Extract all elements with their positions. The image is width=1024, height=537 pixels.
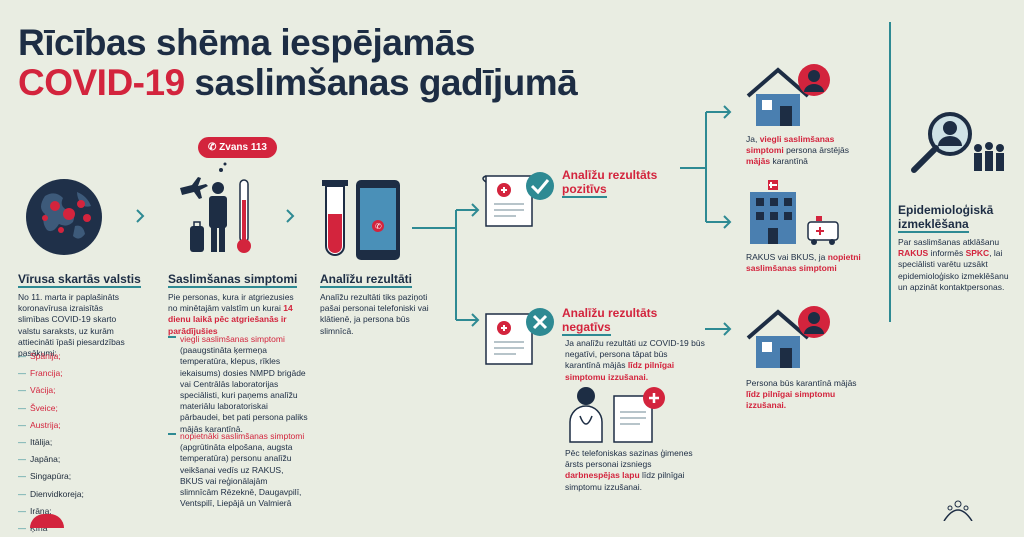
negative-text: Ja analīžu rezultāti uz COVID-19 būs neg…	[565, 338, 705, 382]
outcome-mild: Ja, viegli saslimšanas simptomi persona …	[746, 134, 849, 167]
country-item: Singapūra;	[18, 468, 128, 485]
doctor-sick-leave-icon	[569, 387, 665, 443]
page-title-line2: COVID-19 saslimšanas gadījumā	[18, 62, 578, 104]
country-item: Austrija;	[18, 417, 128, 434]
call-113-badge: ✆ Zvans 113	[198, 137, 277, 158]
phone-icon: ✆	[208, 142, 220, 153]
symptoms-serious: nopietnāki saslimšanas simptomi(apgrūtin…	[180, 431, 305, 509]
col2-intro: Pie personas, kura ir atgriezusies no mi…	[168, 292, 294, 336]
col3-text: Analīžu rezultāti tiks paziņoti pašai pe…	[320, 292, 429, 336]
bullet-dash	[168, 336, 176, 338]
country-item: Irāna;	[18, 503, 128, 520]
country-item: Japāna;	[18, 451, 128, 468]
hospital-icon	[750, 180, 839, 245]
col2-heading: Saslimšanas simptomi	[168, 272, 298, 288]
home-quarantine-icon-2	[746, 306, 830, 368]
coat-of-arms-icon	[943, 500, 973, 521]
divider	[889, 22, 891, 322]
country-item: Vācija;	[18, 382, 128, 399]
title-rest: saslimšanas gadījumā	[184, 62, 578, 103]
positive-document-icon	[482, 172, 554, 227]
countries-list: Spānija; Francija; Vācija; Šveice; Austr…	[18, 348, 128, 537]
doctor-text: Pēc telefoniskas sazinas ģimenes ārsts p…	[565, 448, 693, 492]
chevron-1	[136, 209, 145, 223]
outcome-negative: Persona būs karantīnā mājās līdz pilnīga…	[746, 378, 857, 411]
bullet-dash	[168, 433, 176, 435]
epi-text: Par saslimšanas atklāšanu RAKUS informēs…	[898, 237, 1009, 292]
country-item: Šveice;	[18, 400, 128, 417]
symptoms-mild: viegli saslimšanas simptomi(paaugstināta…	[180, 334, 308, 434]
chevron-2	[286, 209, 295, 223]
globe-icon	[26, 179, 102, 255]
country-item: Dienvidkoreja;	[18, 486, 128, 503]
country-item: Francija;	[18, 365, 128, 382]
svg-text:✆: ✆	[375, 222, 382, 231]
outcome-serious: RAKUS vai BKUS, ja nopietni saslimšanas …	[746, 252, 861, 274]
test-tube-phone-icon: ✆	[322, 180, 400, 260]
country-item: Itālija;	[18, 434, 128, 451]
negative-document-icon	[485, 308, 554, 365]
col1-heading: Vīrusa skartās valstis	[18, 272, 141, 288]
traveler-thermometer-icon	[180, 162, 251, 253]
country-item: Spānija;	[18, 348, 128, 365]
page-title-line1: Rīcības shēma iespējamās	[18, 22, 475, 63]
col3-heading: Analīžu rezultāti	[320, 272, 413, 288]
covid-title: COVID-19	[18, 62, 185, 103]
flow-connectors	[136, 105, 732, 336]
home-quarantine-icon	[746, 64, 830, 126]
magnifier-people-icon	[911, 112, 1004, 173]
